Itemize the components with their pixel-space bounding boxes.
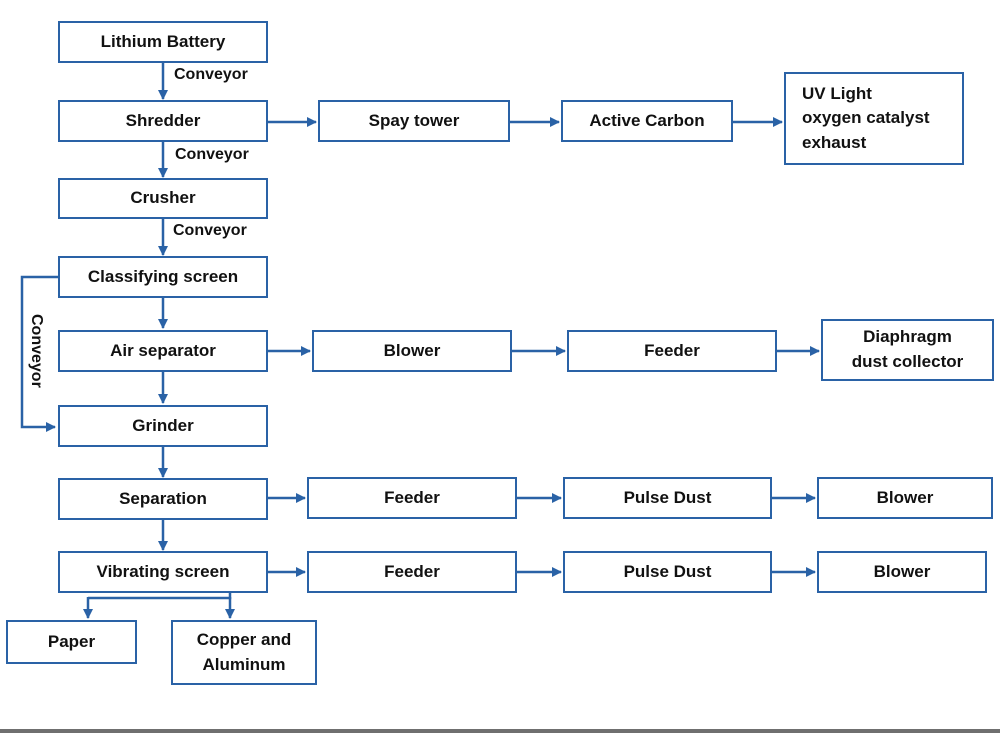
node-paper: Paper	[6, 620, 137, 664]
edge-label-conveyor-1: Conveyor	[174, 66, 248, 83]
node-air-separator: Air separator	[58, 330, 268, 372]
node-shredder: Shredder	[58, 100, 268, 142]
arrow-vibrating-to-outputs	[88, 593, 232, 600]
edge-label-conveyor-3: Conveyor	[173, 222, 247, 239]
node-pulse-dust-2: Pulse Dust	[563, 551, 772, 593]
node-feeder-2: Feeder	[307, 477, 517, 519]
node-feeder-3: Feeder	[307, 551, 517, 593]
node-uv-light-oxygen-catalyst: UV Light oxygen catalyst exhaust	[784, 72, 964, 165]
node-lithium-battery: Lithium Battery	[58, 21, 268, 63]
node-feeder-1: Feeder	[567, 330, 777, 372]
node-grinder: Grinder	[58, 405, 268, 447]
node-classifying-screen: Classifying screen	[58, 256, 268, 298]
node-spray-tower: Spay tower	[318, 100, 510, 142]
node-blower-1: Blower	[312, 330, 512, 372]
node-crusher: Crusher	[58, 178, 268, 219]
node-blower-3: Blower	[817, 551, 987, 593]
node-vibrating-screen: Vibrating screen	[58, 551, 268, 593]
arrow-classifying-to-grinder-side	[20, 275, 58, 432]
edge-label-conveyor-2: Conveyor	[175, 146, 249, 163]
node-pulse-dust-1: Pulse Dust	[563, 477, 772, 519]
node-active-carbon: Active Carbon	[561, 100, 733, 142]
node-copper-aluminum: Copper and Aluminum	[171, 620, 317, 685]
edge-label-conveyor-side: Conveyor	[28, 314, 45, 388]
node-separation: Separation	[58, 478, 268, 520]
node-diaphragm-dust-collector: Diaphragm dust collector	[821, 319, 994, 381]
node-blower-2: Blower	[817, 477, 993, 519]
bottom-rule	[0, 729, 1000, 733]
